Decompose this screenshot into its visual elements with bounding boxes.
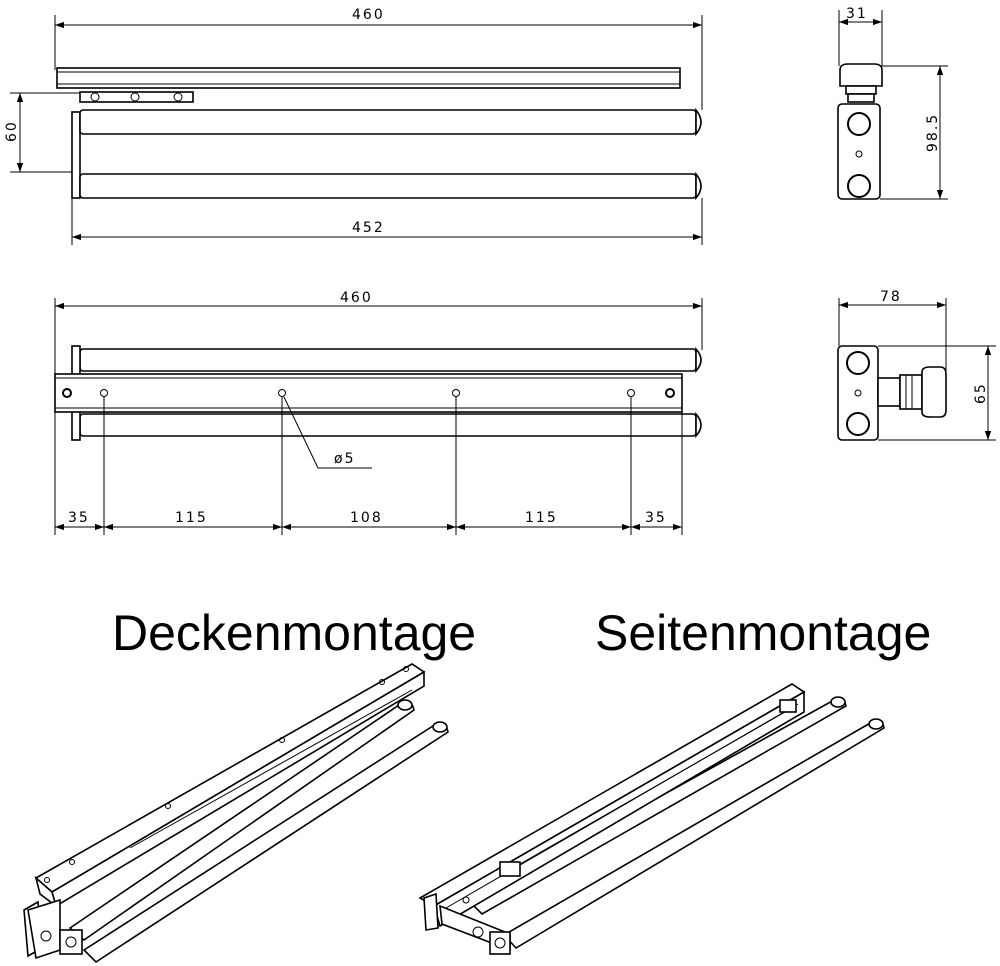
end-view-side: 78 65 [837, 289, 996, 441]
dim-top-total-length: 460 [340, 290, 373, 306]
dim-end2-width: 78 [880, 289, 902, 305]
dim-spacing-4: 115 [525, 510, 558, 526]
side-view: 460 60 452 [4, 7, 703, 245]
caption-side-mount: Seitenmontage [595, 605, 931, 661]
dim-side-total-length: 460 [352, 7, 385, 23]
dim-end-height: 98.5 [925, 113, 941, 152]
dim-spacing-1: 35 [68, 510, 90, 526]
iso-ceiling-mount [23, 663, 449, 964]
dim-end2-height: 65 [973, 382, 989, 404]
top-view: 460 ø5 35 115 108 [54, 290, 703, 535]
dim-spacing-2: 115 [175, 510, 208, 526]
dim-end-width: 31 [846, 6, 868, 22]
dim-side-rod-length: 452 [352, 220, 385, 236]
end-view-ceiling: 31 98.5 [837, 6, 948, 200]
dim-hole-diameter: ø5 [334, 451, 355, 467]
iso-side-mount [418, 683, 885, 955]
dim-spacing-3: 108 [350, 510, 383, 526]
dim-side-height: 60 [4, 120, 20, 142]
dim-spacing-5: 35 [645, 510, 667, 526]
caption-ceiling-mount: Deckenmontage [112, 605, 476, 661]
